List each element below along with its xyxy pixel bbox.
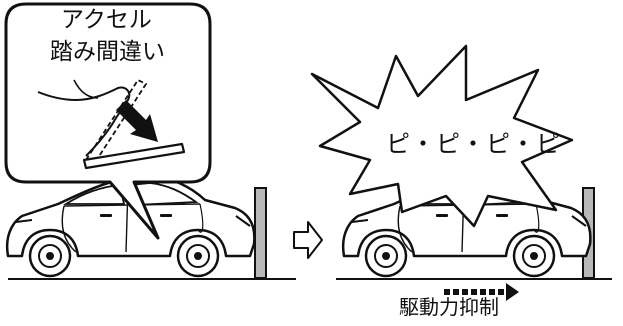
foot-icon [37, 86, 131, 157]
drive-force-suppression-label: 駆動力抑制 [399, 295, 499, 319]
callout-bubble [4, 2, 212, 240]
right-arrow-outline-icon [293, 221, 323, 259]
wall-left [254, 187, 267, 279]
callout-title-line2: 踏み間違い [50, 39, 165, 65]
callout-title-line1: アクセル [61, 7, 152, 33]
beep-warning-text: ピ・ピ・ピ・ピ [386, 130, 561, 158]
press-down-arrow-icon [116, 100, 158, 142]
pedal-pressed [82, 142, 186, 170]
dotted-right-arrow-icon [444, 283, 519, 301]
warning-burst [310, 44, 574, 228]
